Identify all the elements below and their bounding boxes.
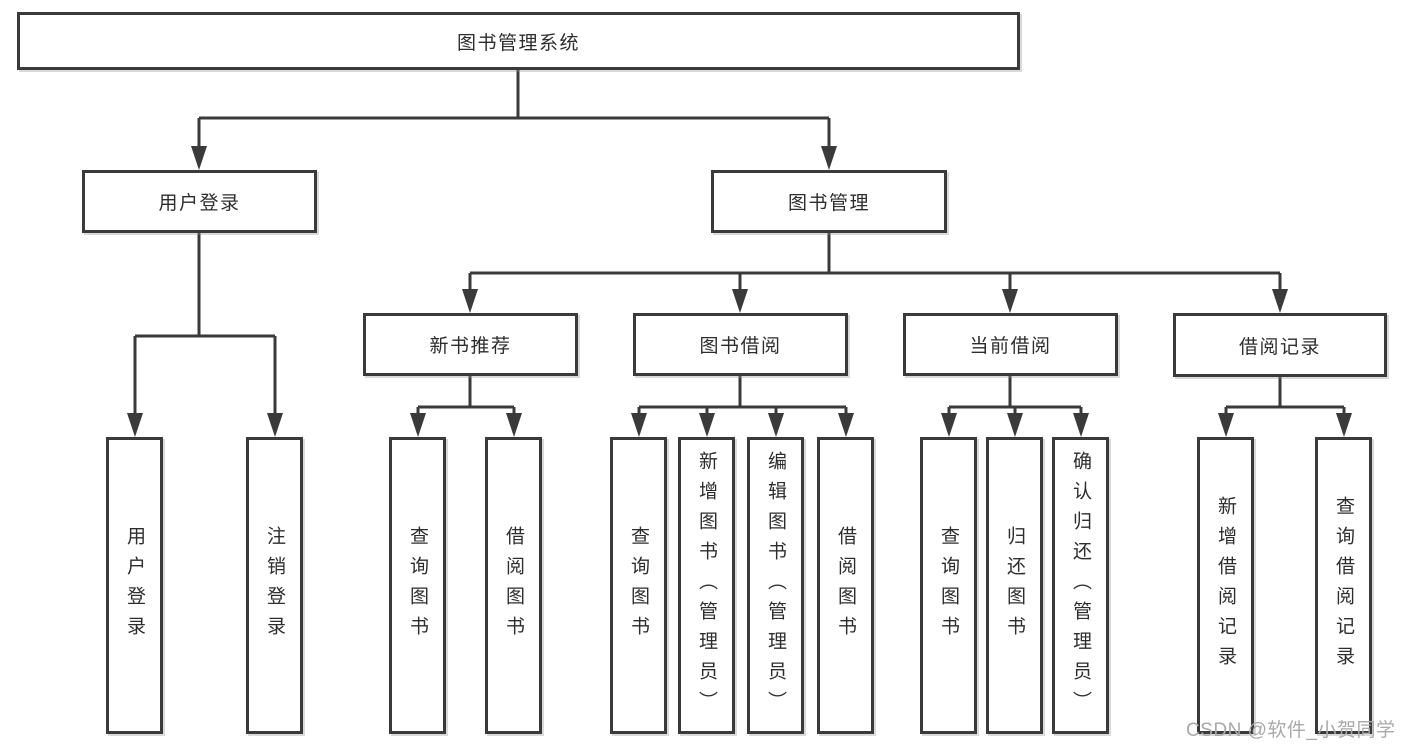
leaf-edit-books-admin: 编辑图书（管理员） bbox=[747, 437, 804, 734]
connector-user-login-to-leaves bbox=[133, 233, 277, 433]
leaf-logout-login: 注销登录 bbox=[246, 437, 303, 734]
connector-borrow-record-to-leaves bbox=[1224, 377, 1346, 433]
leaf-confirm-return-admin: 确认归还（管理员） bbox=[1052, 437, 1109, 734]
node-label: 借阅记录 bbox=[1238, 336, 1321, 358]
leaf-label: 借阅图书 bbox=[835, 525, 856, 646]
leaf-label: 查询图书 bbox=[407, 525, 428, 646]
leaf-label: 查询图书 bbox=[628, 525, 649, 646]
node-label: 用户登录 bbox=[158, 193, 241, 214]
leaf-label: 借阅图书 bbox=[503, 525, 524, 646]
arrow-down-icon bbox=[1218, 413, 1234, 437]
arrow-down-icon bbox=[267, 413, 283, 437]
arrow-down-icon bbox=[410, 413, 426, 437]
node-label: 新书推荐 bbox=[429, 336, 512, 357]
node-new-book-recommendation: 新书推荐 bbox=[363, 313, 578, 376]
leaf-borrow-books: 借阅图书 bbox=[485, 437, 542, 734]
leaf-query-books: 查询图书 bbox=[920, 437, 977, 734]
leaf-user-login: 用户登录 bbox=[106, 437, 163, 734]
arrow-down-icon bbox=[821, 146, 837, 170]
arrow-down-icon bbox=[631, 413, 647, 437]
leaf-label: 编辑图书（管理员） bbox=[765, 450, 786, 721]
leaf-label: 查询图书 bbox=[938, 525, 959, 646]
leaf-query-books: 查询图书 bbox=[610, 437, 667, 734]
node-book-management: 图书管理 bbox=[711, 170, 947, 233]
connector-new-book-to-leaves bbox=[416, 376, 516, 433]
node-library-management-system: 图书管理系统 bbox=[17, 12, 1020, 70]
node-borrowing-records: 借阅记录 bbox=[1173, 313, 1387, 377]
arrow-down-icon bbox=[191, 146, 207, 170]
arrow-down-icon bbox=[699, 413, 715, 437]
node-label: 当前借阅 bbox=[969, 336, 1052, 357]
leaf-label: 用户登录 bbox=[124, 525, 145, 646]
arrowheads bbox=[127, 146, 1352, 437]
leaf-label: 归还图书 bbox=[1004, 525, 1025, 646]
leaf-label: 注销登录 bbox=[264, 525, 285, 646]
leaf-return-books: 归还图书 bbox=[986, 437, 1043, 734]
node-current-borrowing: 当前借阅 bbox=[903, 313, 1118, 376]
node-user-login: 用户登录 bbox=[82, 170, 317, 233]
leaf-query-borrow-record: 查询借阅记录 bbox=[1315, 437, 1372, 734]
arrow-down-icon bbox=[732, 289, 748, 313]
leaf-label: 确认归还（管理员） bbox=[1070, 450, 1091, 721]
csdn-watermark: CSDN @软件_小贺同学 bbox=[1186, 720, 1396, 741]
leaf-add-borrow-record: 新增借阅记录 bbox=[1197, 437, 1254, 734]
leaf-label: 新增借阅记录 bbox=[1215, 495, 1236, 676]
connector-book-management-to-level3 bbox=[468, 233, 1282, 309]
node-label: 图书借阅 bbox=[699, 336, 782, 357]
arrow-down-icon bbox=[768, 413, 784, 437]
connector-book-borrow-to-leaves bbox=[637, 376, 848, 433]
leaf-add-books-admin: 新增图书（管理员） bbox=[678, 437, 735, 734]
arrow-down-icon bbox=[941, 413, 957, 437]
node-label: 图书管理系统 bbox=[456, 32, 580, 54]
connector-root-to-level2 bbox=[197, 70, 831, 166]
arrow-down-icon bbox=[1002, 289, 1018, 313]
arrow-down-icon bbox=[127, 413, 143, 437]
arrow-down-icon bbox=[1073, 413, 1089, 437]
arrow-down-icon bbox=[1007, 413, 1023, 437]
arrow-down-icon bbox=[838, 413, 854, 437]
leaf-label: 查询借阅记录 bbox=[1333, 495, 1354, 676]
leaf-borrow-books: 借阅图书 bbox=[817, 437, 874, 734]
arrow-down-icon bbox=[1272, 289, 1288, 313]
arrow-down-icon bbox=[1336, 413, 1352, 437]
leaf-query-books: 查询图书 bbox=[389, 437, 446, 734]
arrow-down-icon bbox=[462, 289, 478, 313]
arrow-down-icon bbox=[506, 413, 522, 437]
leaf-label: 新增图书（管理员） bbox=[696, 450, 717, 721]
node-label: 图书管理 bbox=[787, 193, 870, 214]
node-book-borrowing: 图书借阅 bbox=[633, 313, 848, 376]
